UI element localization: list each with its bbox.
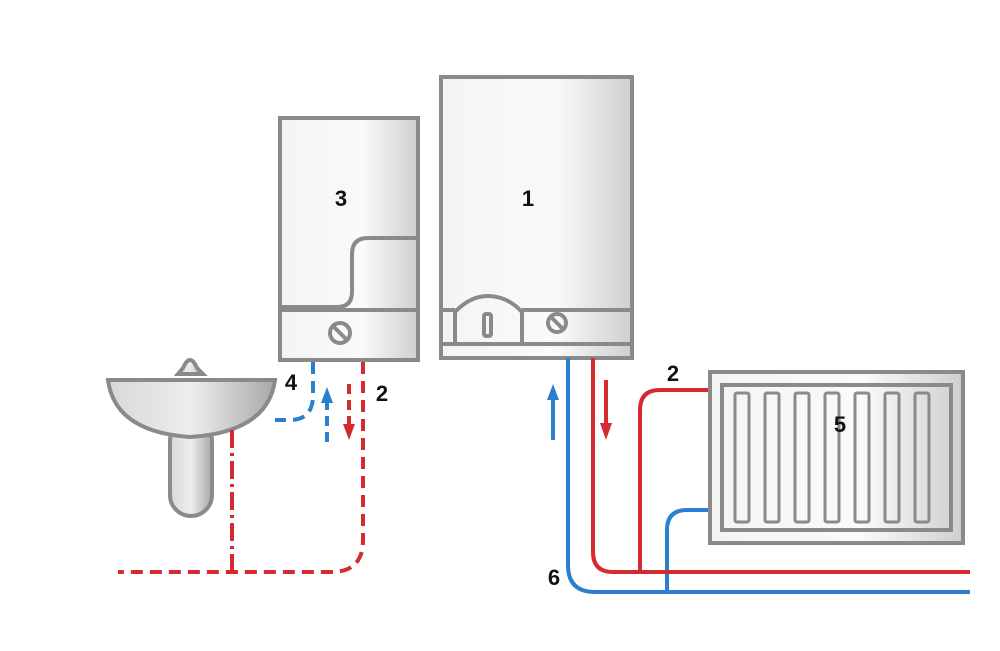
hot-water-line-left — [118, 362, 365, 574]
label-hot-water-right: 2 — [667, 361, 679, 386]
control-knob-icon — [546, 312, 568, 334]
arrow-down-icon — [600, 423, 612, 440]
label-water-heater: 3 — [335, 186, 347, 211]
gas-boiler — [439, 75, 634, 360]
radiator-fin — [883, 391, 901, 524]
arrow-up-icon — [321, 387, 333, 403]
label-return-line: 6 — [548, 565, 560, 590]
cold-water-line-left — [275, 362, 333, 442]
radiator-fin — [823, 391, 841, 524]
indicator-slot-icon — [482, 312, 493, 338]
radiator-fin — [793, 391, 811, 524]
return-line — [547, 358, 970, 594]
radiator — [708, 370, 965, 545]
label-hot-water-left: 2 — [376, 381, 388, 406]
arrow-up-icon — [547, 384, 559, 400]
label-radiator: 5 — [834, 412, 846, 437]
arrow-down-icon — [343, 424, 355, 440]
label-cold-water: 4 — [285, 370, 298, 395]
water-heater — [278, 116, 420, 362]
radiator-fin — [853, 391, 871, 524]
radiator-fin — [763, 391, 781, 524]
radiator-fin — [733, 391, 751, 524]
radiator-fin — [913, 391, 931, 524]
label-gas-boiler: 1 — [522, 186, 534, 211]
supply-line — [591, 358, 970, 574]
control-knob-icon — [328, 321, 352, 345]
washbasin — [105, 358, 278, 518]
